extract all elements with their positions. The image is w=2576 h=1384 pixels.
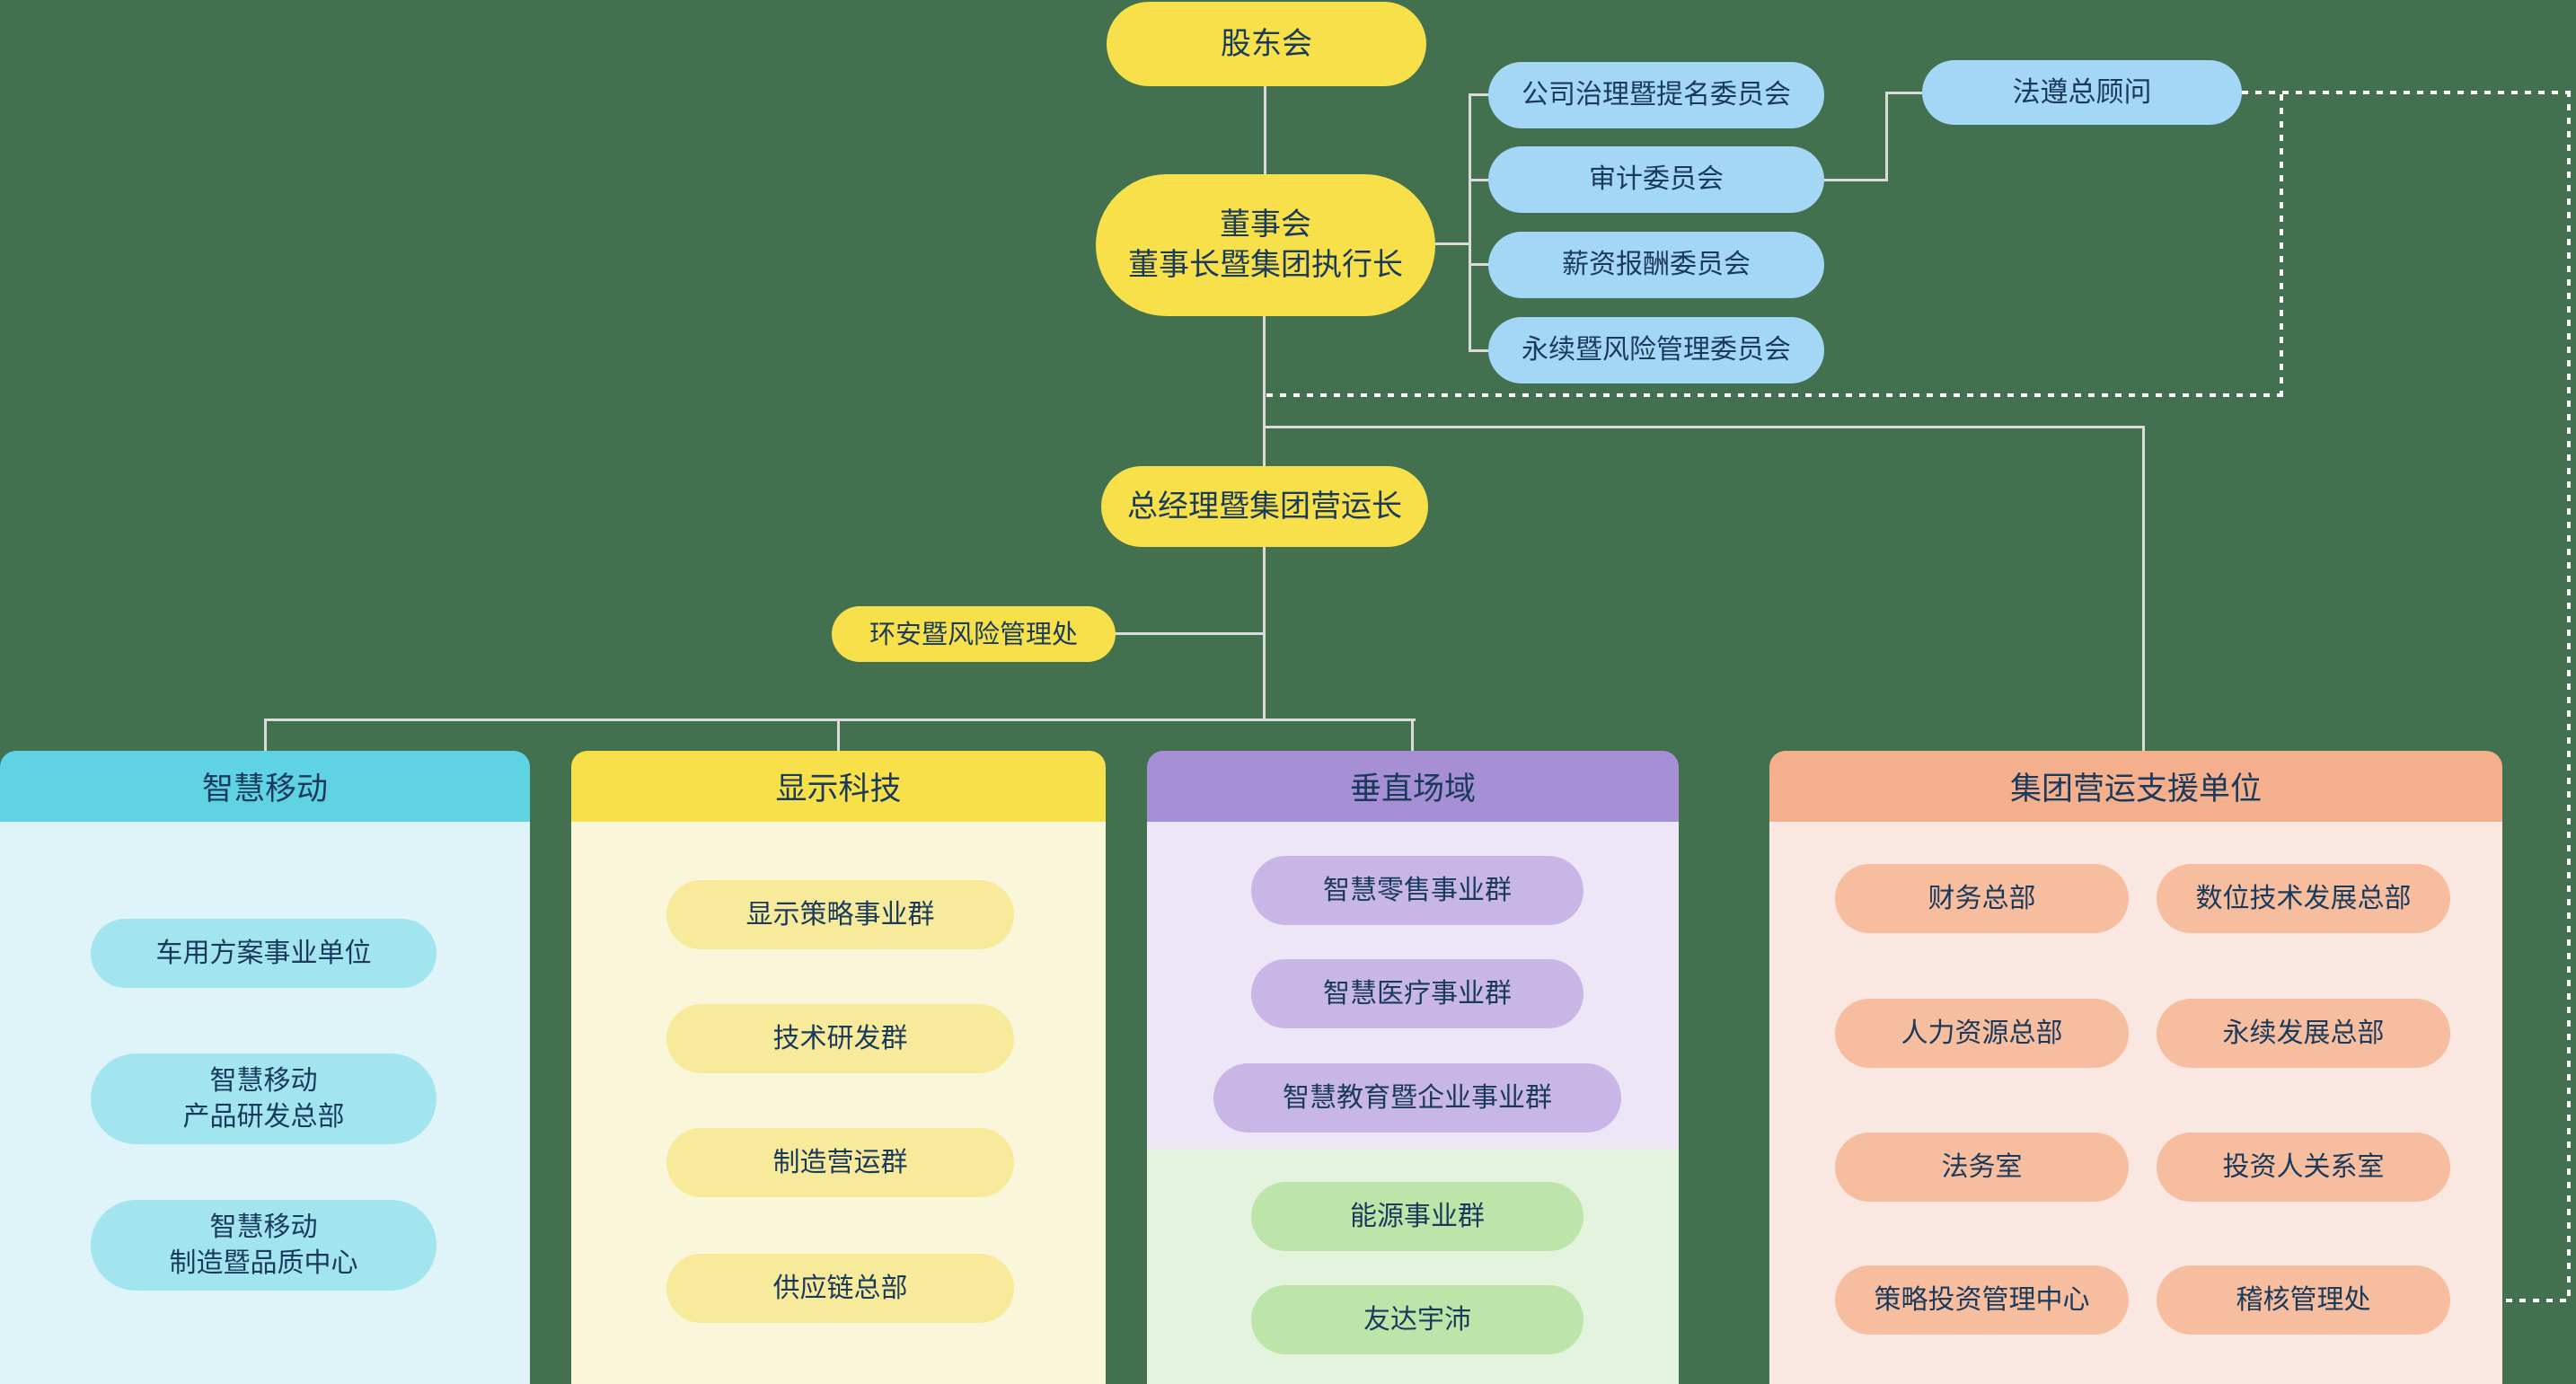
committee-stub-4 bbox=[1469, 349, 1490, 352]
org-node-strategic-investment: 策略投资管理中心 bbox=[1835, 1265, 2129, 1335]
committee-stub-1 bbox=[1469, 93, 1490, 96]
board-node: 董事会 董事长暨集团执行长 bbox=[1096, 174, 1435, 316]
committee-sustainability-label: 永续暨风险管理委员会 bbox=[1522, 334, 1791, 366]
org-node-tech-rnd: 技术研发群 bbox=[666, 1004, 1014, 1073]
connector-board-bracket bbox=[1435, 242, 1471, 245]
connector-shareholders-board bbox=[1264, 86, 1266, 174]
org-node-label2: 产品研发总部 bbox=[182, 1100, 345, 1133]
org-node-label: 法务室 bbox=[1941, 1150, 2023, 1183]
org-node-label: 稽核管理处 bbox=[2236, 1283, 2371, 1316]
org-node-hr: 人力资源总部 bbox=[1835, 999, 2129, 1068]
org-node-label: 供应链总部 bbox=[772, 1272, 908, 1304]
committee-audit-node: 审计委员会 bbox=[1488, 146, 1824, 213]
org-node-label: 智慧移动 bbox=[209, 1064, 318, 1097]
shareholders-label: 股东会 bbox=[1221, 25, 1312, 62]
org-node-smart-education: 智慧教育暨企业事业群 bbox=[1213, 1063, 1621, 1133]
committee-stub-2 bbox=[1469, 179, 1490, 181]
org-node-label: 智慧移动 bbox=[209, 1211, 318, 1243]
org-node-label: 技术研发群 bbox=[772, 1022, 908, 1054]
org-node-automotive: 车用方案事业单位 bbox=[91, 919, 437, 988]
committee-stub-3 bbox=[1469, 263, 1490, 266]
panel-group-support: 集团营运支援单位 财务总部 数位技术发展总部 人力资源总部 永续发展总部 法务室… bbox=[1769, 751, 2502, 1384]
committee-compensation-label: 薪资报酬委员会 bbox=[1562, 249, 1751, 281]
panel-smart-mobility: 智慧移动 车用方案事业单位 智慧移动 产品研发总部 智慧移动 制造暨品质中心 bbox=[0, 751, 530, 1384]
dotted-to-audit-mgmt bbox=[2452, 1299, 2570, 1302]
dotted-counsel-to-chain bbox=[1266, 393, 2281, 397]
drop-display-tech bbox=[837, 718, 840, 753]
org-node-label: 制造营运群 bbox=[772, 1146, 908, 1178]
org-node-smart-retail: 智慧零售事业群 bbox=[1251, 856, 1584, 925]
panel-group-support-title: 集团营运支援单位 bbox=[2009, 771, 2262, 807]
committee-bracket-vertical bbox=[1469, 93, 1471, 352]
ehs-risk-node: 环安暨风险管理处 bbox=[832, 606, 1116, 662]
org-node-smart-medical: 智慧医疗事业群 bbox=[1251, 959, 1584, 1028]
org-node-label: 人力资源总部 bbox=[1901, 1017, 2063, 1049]
branch-horizontal bbox=[264, 718, 1416, 721]
board-label-line1: 董事会 bbox=[1220, 207, 1311, 243]
audit-to-counsel-h1 bbox=[1824, 179, 1887, 181]
org-node-supply-chain: 供应链总部 bbox=[666, 1254, 1014, 1323]
dotted-counsel-right bbox=[2242, 91, 2571, 94]
connector-to-support-v bbox=[2142, 426, 2145, 753]
org-node-label: 智慧教育暨企业事业群 bbox=[1283, 1081, 1552, 1114]
audit-to-counsel-h2 bbox=[1888, 92, 1922, 94]
committee-governance-node: 公司治理暨提名委员会 bbox=[1488, 62, 1824, 128]
org-node-display-strategy: 显示策略事业群 bbox=[666, 880, 1014, 949]
org-node-label: 显示策略事业群 bbox=[745, 898, 935, 930]
panel-smart-mobility-title: 智慧移动 bbox=[201, 771, 328, 807]
connector-ehs bbox=[1116, 632, 1265, 635]
org-node-label: 智慧零售事业群 bbox=[1323, 874, 1512, 906]
committee-sustainability-node: 永续暨风险管理委员会 bbox=[1488, 317, 1824, 383]
org-node-finance: 财务总部 bbox=[1835, 864, 2129, 933]
org-node-digital-tech: 数位技术发展总部 bbox=[2157, 864, 2450, 933]
org-node-audit-mgmt: 稽核管理处 bbox=[2157, 1265, 2450, 1335]
compliance-counsel-label: 法遵总顾问 bbox=[2012, 75, 2152, 109]
president-label: 总经理暨集团营运长 bbox=[1127, 488, 1402, 525]
connector-board-president bbox=[1263, 316, 1266, 466]
audit-to-counsel-v bbox=[1885, 92, 1888, 181]
org-node-label: 投资人关系室 bbox=[2222, 1150, 2385, 1183]
org-node-label: 车用方案事业单位 bbox=[155, 937, 372, 969]
org-node-auo-envirotech: 友达宇沛 bbox=[1251, 1285, 1584, 1354]
org-node-label: 智慧医疗事业群 bbox=[1323, 977, 1512, 1009]
org-node-investor-relations: 投资人关系室 bbox=[2157, 1133, 2450, 1202]
compliance-counsel-node: 法遵总顾问 bbox=[1922, 60, 2242, 125]
org-node-label: 数位技术发展总部 bbox=[2195, 882, 2412, 914]
committee-compensation-node: 薪资报酬委员会 bbox=[1488, 232, 1824, 298]
org-node-label: 财务总部 bbox=[1928, 882, 2036, 914]
connector-to-support-h bbox=[1264, 426, 2145, 428]
panel-vertical-domain: 垂直场域 智慧零售事业群 智慧医疗事业群 智慧教育暨企业事业群 能源事业群 友达… bbox=[1147, 751, 1679, 1384]
panel-display-tech-header: 显示科技 bbox=[571, 751, 1106, 822]
dotted-counsel-down bbox=[2280, 94, 2283, 397]
org-node-sustainability: 永续发展总部 bbox=[2157, 999, 2450, 1068]
org-node-label: 能源事业群 bbox=[1350, 1200, 1485, 1232]
ehs-risk-label: 环安暨风险管理处 bbox=[869, 618, 1078, 649]
panel-smart-mobility-header: 智慧移动 bbox=[0, 751, 530, 822]
org-node-mobility-rnd: 智慧移动 产品研发总部 bbox=[91, 1053, 437, 1144]
president-node: 总经理暨集团营运长 bbox=[1101, 466, 1428, 547]
org-node-legal: 法务室 bbox=[1835, 1133, 2129, 1202]
panel-display-tech: 显示科技 显示策略事业群 技术研发群 制造营运群 供应链总部 bbox=[571, 751, 1106, 1384]
drop-smart-mobility bbox=[264, 718, 267, 753]
org-node-label2: 制造暨品质中心 bbox=[169, 1247, 358, 1279]
committee-governance-label: 公司治理暨提名委员会 bbox=[1522, 79, 1791, 111]
panel-display-tech-title: 显示科技 bbox=[775, 771, 902, 807]
org-node-label: 策略投资管理中心 bbox=[1874, 1283, 2090, 1316]
org-node-energy: 能源事业群 bbox=[1251, 1182, 1584, 1251]
org-node-label: 友达宇沛 bbox=[1363, 1303, 1471, 1336]
dotted-right-edge bbox=[2567, 91, 2571, 1302]
org-node-label: 永续发展总部 bbox=[2222, 1017, 2385, 1049]
board-label-line2: 董事长暨集团执行长 bbox=[1128, 247, 1403, 283]
panel-vertical-domain-header: 垂直场域 bbox=[1147, 751, 1679, 822]
committee-audit-label: 审计委员会 bbox=[1589, 163, 1724, 196]
shareholders-node: 股东会 bbox=[1107, 2, 1426, 86]
panel-vertical-domain-title: 垂直场域 bbox=[1349, 771, 1476, 807]
org-node-mobility-mfg: 智慧移动 制造暨品质中心 bbox=[91, 1200, 437, 1291]
panel-group-support-header: 集团营运支援单位 bbox=[1769, 751, 2502, 822]
drop-vertical-domain bbox=[1411, 718, 1414, 753]
org-node-mfg-ops: 制造营运群 bbox=[666, 1128, 1014, 1197]
